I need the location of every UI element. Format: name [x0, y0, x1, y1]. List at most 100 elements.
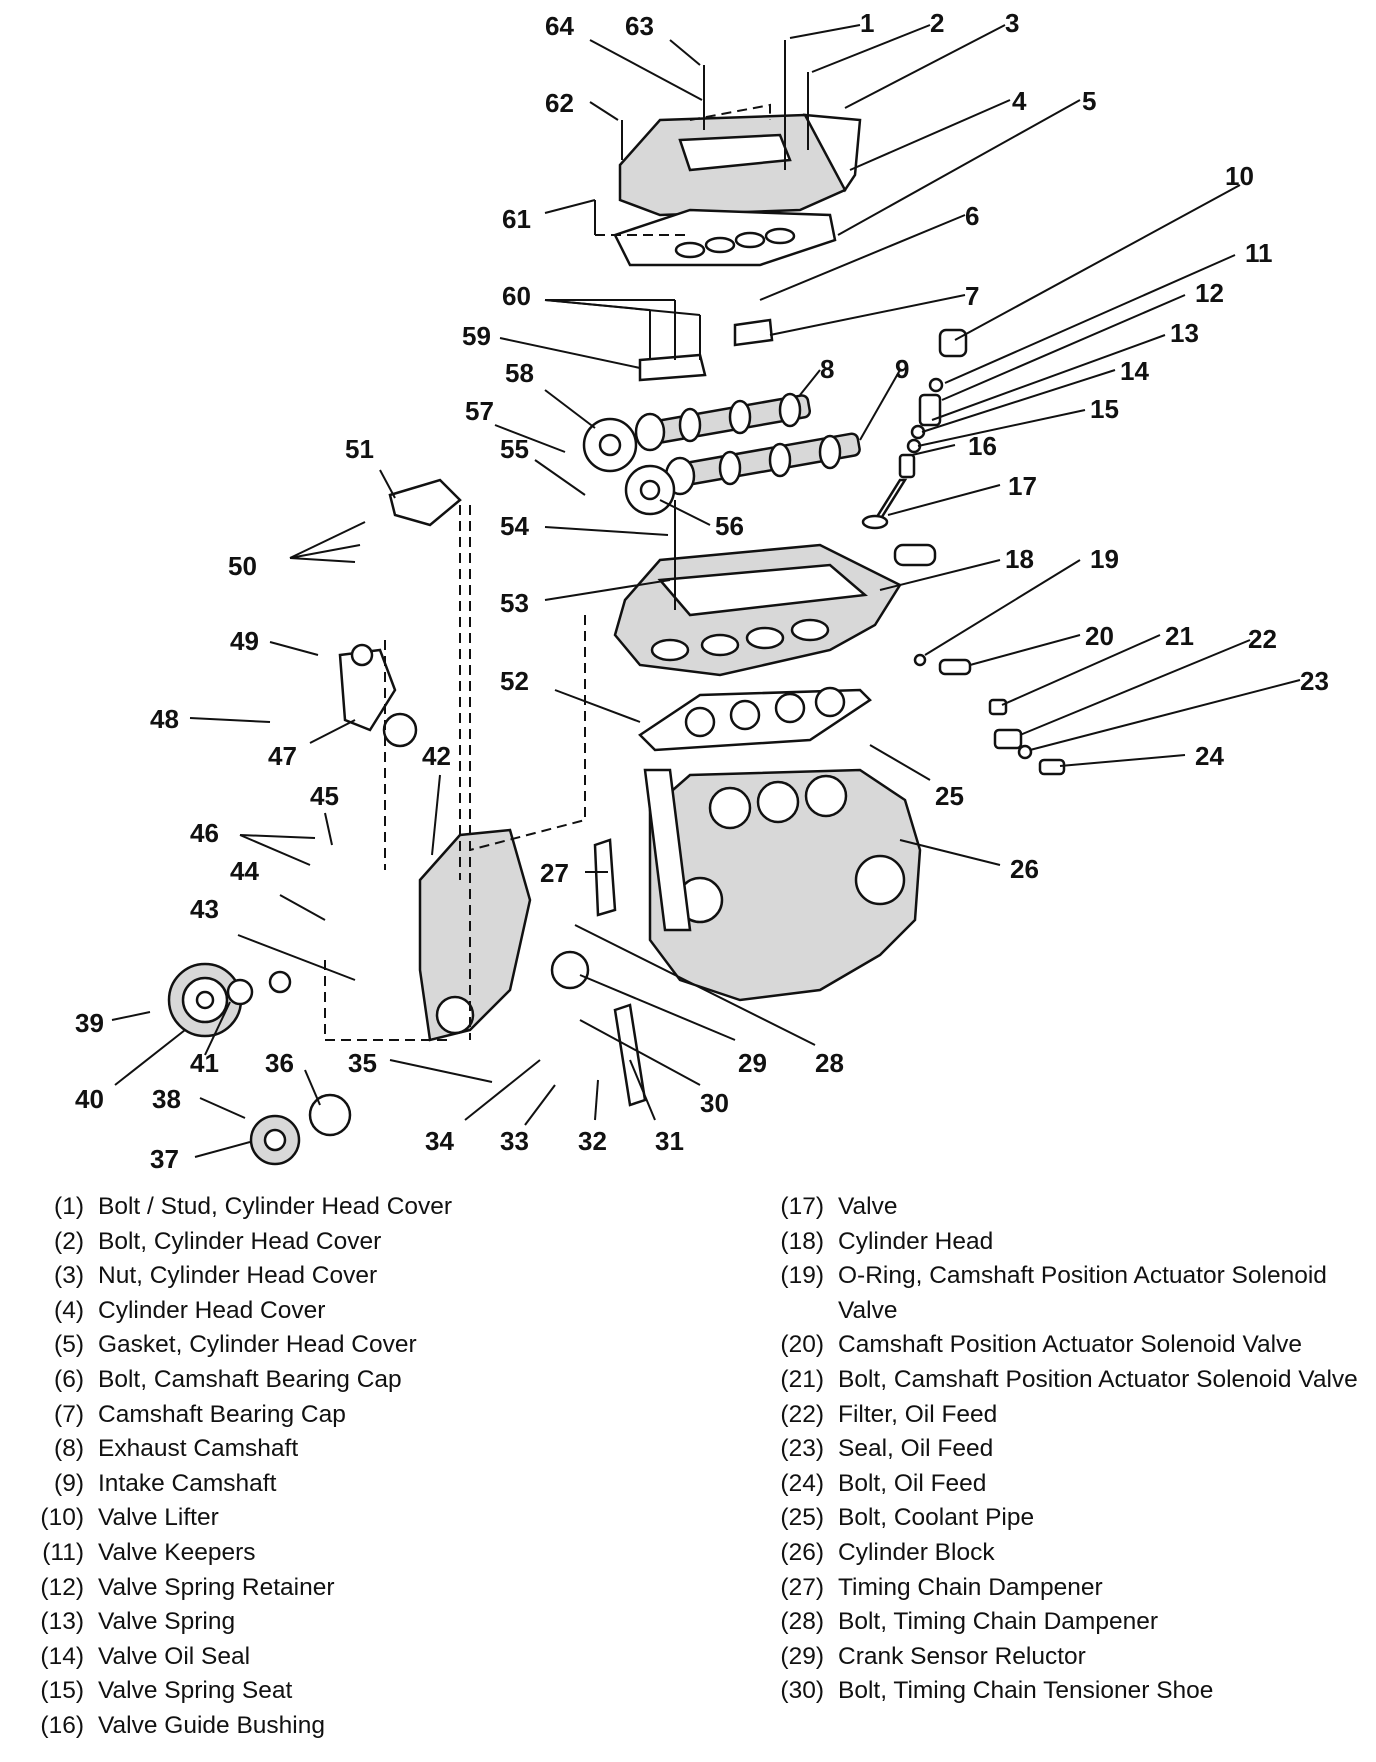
callout-10: 10 [1225, 161, 1254, 191]
leader-lines [111, 24, 1301, 1158]
legend-item-text: Valve Spring Seat [98, 1677, 293, 1705]
callout-31: 31 [655, 1126, 684, 1156]
legend-item: (9) Intake Camshaft [8, 1467, 698, 1502]
legend-item: (15)Valve Spring Seat [8, 1674, 698, 1709]
legend-item-number: (10) [40, 1504, 84, 1532]
legend-item-text: Bolt, Oil Feed [838, 1469, 987, 1497]
callout-16: 16 [968, 431, 997, 461]
callout-52: 52 [500, 666, 529, 696]
cylinder-head-cover [618, 113, 862, 217]
legend-item: (14)Valve Oil Seal [8, 1640, 698, 1675]
callout-24: 24 [1195, 741, 1224, 771]
cylinder-block [648, 768, 922, 1002]
timing-chain-parts [550, 768, 692, 1107]
legend-item: (6)Bolt, Camshaft Bearing Cap [8, 1363, 698, 1398]
legend-item-number: (6) [54, 1365, 84, 1393]
legend-item: (19) O-Ring, Camshaft Position Actuator S… [748, 1259, 1368, 1328]
legend-item: (18) Cylinder Head [748, 1225, 1368, 1260]
callout-30: 30 [700, 1088, 729, 1118]
legend-item-text: Cylinder Block [838, 1538, 995, 1566]
legend-item-text: Intake Camshaft [98, 1469, 277, 1497]
callout-12: 12 [1195, 278, 1224, 308]
callout-15: 15 [1090, 394, 1119, 424]
legend-item-text: Bolt, Timing Chain Tensioner Shoe [838, 1677, 1214, 1705]
legend-item-text: Valve Oil Seal [98, 1642, 251, 1670]
legend-item-text: Filter, Oil Feed [838, 1400, 998, 1428]
callout-4: 4 [1012, 86, 1027, 116]
exhaust-camshaft [634, 392, 812, 452]
callout-34: 34 [425, 1126, 454, 1156]
legend-item-text: Valve Keepers [98, 1538, 256, 1566]
legend-item: (26)Cylinder Block [748, 1536, 1368, 1571]
legend-item-number: (27) [780, 1573, 824, 1601]
callout-49: 49 [230, 626, 259, 656]
legend-right-column: (17)Valve(18) Cylinder Head (19) O-Ring, Ca… [748, 1190, 1368, 1709]
legend-item-number: (22) [780, 1400, 824, 1428]
legend-item-number: (19) [780, 1262, 824, 1290]
callout-38: 38 [152, 1084, 181, 1114]
callout-28: 28 [815, 1048, 844, 1078]
legend-item-text: Valve Guide Bushing [98, 1711, 325, 1739]
parts-legend: (1)Bolt / Stud, Cylinder Head Cover(2)Bo… [0, 1190, 1376, 1750]
legend-item-number: (18) [780, 1227, 824, 1255]
legend-item: (27)Timing Chain Dampener [748, 1571, 1368, 1606]
callout-32: 32 [578, 1126, 607, 1156]
legend-item-text: Seal, Oil Feed [838, 1435, 994, 1463]
callout-45: 45 [310, 781, 339, 811]
legend-item: (2)Bolt, Cylinder Head Cover [8, 1225, 698, 1260]
callout-56: 56 [715, 511, 744, 541]
callout-18: 18 [1005, 544, 1034, 574]
legend-item-text: Crank Sensor Reluctor [838, 1642, 1086, 1670]
callout-numbers: 1 2 3 4 5 6 7 8 9 10 11 12 13 14 15 16 1… [75, 8, 1329, 1170]
legend-item: (29)Crank Sensor Reluctor [748, 1640, 1368, 1675]
callout-53: 53 [500, 588, 529, 618]
callout-61: 61 [502, 204, 531, 234]
callout-54: 54 [500, 511, 529, 541]
callout-39: 39 [75, 1008, 104, 1038]
legend-item-text: O-Ring, Camshaft Position Actuator Solen… [838, 1262, 1327, 1324]
legend-item-number: (3) [54, 1262, 84, 1290]
callout-11: 11 [1245, 238, 1273, 268]
legend-item: (4)Cylinder Head Cover [8, 1294, 698, 1329]
legend-item-text: Nut, Cylinder Head Cover [98, 1262, 378, 1290]
legend-item-number: (11) [42, 1538, 84, 1566]
front-cover [418, 828, 532, 1042]
legend-item-text: Bolt / Stud, Cylinder Head Cover [98, 1193, 453, 1220]
legend-item: (12)Valve Spring Retainer [8, 1571, 698, 1606]
callout-35: 35 [348, 1048, 377, 1078]
legend-item-text: Valve Spring [98, 1608, 236, 1636]
callout-55: 55 [500, 434, 529, 464]
callout-6: 6 [965, 201, 979, 231]
legend-item-text: Camshaft Position Actuator Solenoid Valv… [838, 1331, 1302, 1359]
callout-42: 42 [422, 741, 451, 771]
callout-23: 23 [1300, 666, 1329, 696]
legend-item-text: Bolt, Timing Chain Dampener [838, 1608, 1159, 1636]
legend-item: (25)Bolt, Coolant Pipe [748, 1501, 1368, 1536]
legend-item-number: (23) [780, 1435, 824, 1463]
callout-63: 63 [625, 11, 654, 41]
legend-item-number: (9) [54, 1469, 84, 1497]
callout-58: 58 [505, 358, 534, 388]
intake-camshaft [664, 432, 861, 496]
legend-item: (10)Valve Lifter [8, 1501, 698, 1536]
callout-37: 37 [150, 1144, 179, 1170]
callout-7: 7 [965, 281, 979, 311]
legend-item: (20) Camshaft Position Actuator Solenoid … [748, 1328, 1368, 1363]
legend-item-text: Cylinder Head [838, 1227, 994, 1255]
callout-20: 20 [1085, 621, 1114, 651]
legend-item: (17)Valve [748, 1190, 1368, 1225]
legend-item-text: Bolt, Cylinder Head Cover [98, 1227, 382, 1255]
legend-item: (3) Nut, Cylinder Head Cover [8, 1259, 698, 1294]
callout-2: 2 [930, 8, 944, 38]
legend-item-number: (12) [40, 1573, 84, 1601]
legend-item-number: (7) [54, 1400, 84, 1428]
legend-item-text: Cylinder Head Cover [98, 1296, 326, 1324]
legend-left-column: (1)Bolt / Stud, Cylinder Head Cover(2)Bo… [8, 1190, 698, 1744]
callout-59: 59 [462, 321, 491, 351]
legend-item-number: (20) [780, 1331, 824, 1359]
exploded-engine-diagram: 1 2 3 4 5 6 7 8 9 10 11 12 13 14 15 16 1… [75, 8, 1329, 1170]
legend-item: (13)Valve Spring [8, 1605, 698, 1640]
callout-1: 1 [860, 8, 874, 38]
legend-item-number: (17) [780, 1193, 824, 1220]
callout-29: 29 [738, 1048, 767, 1078]
